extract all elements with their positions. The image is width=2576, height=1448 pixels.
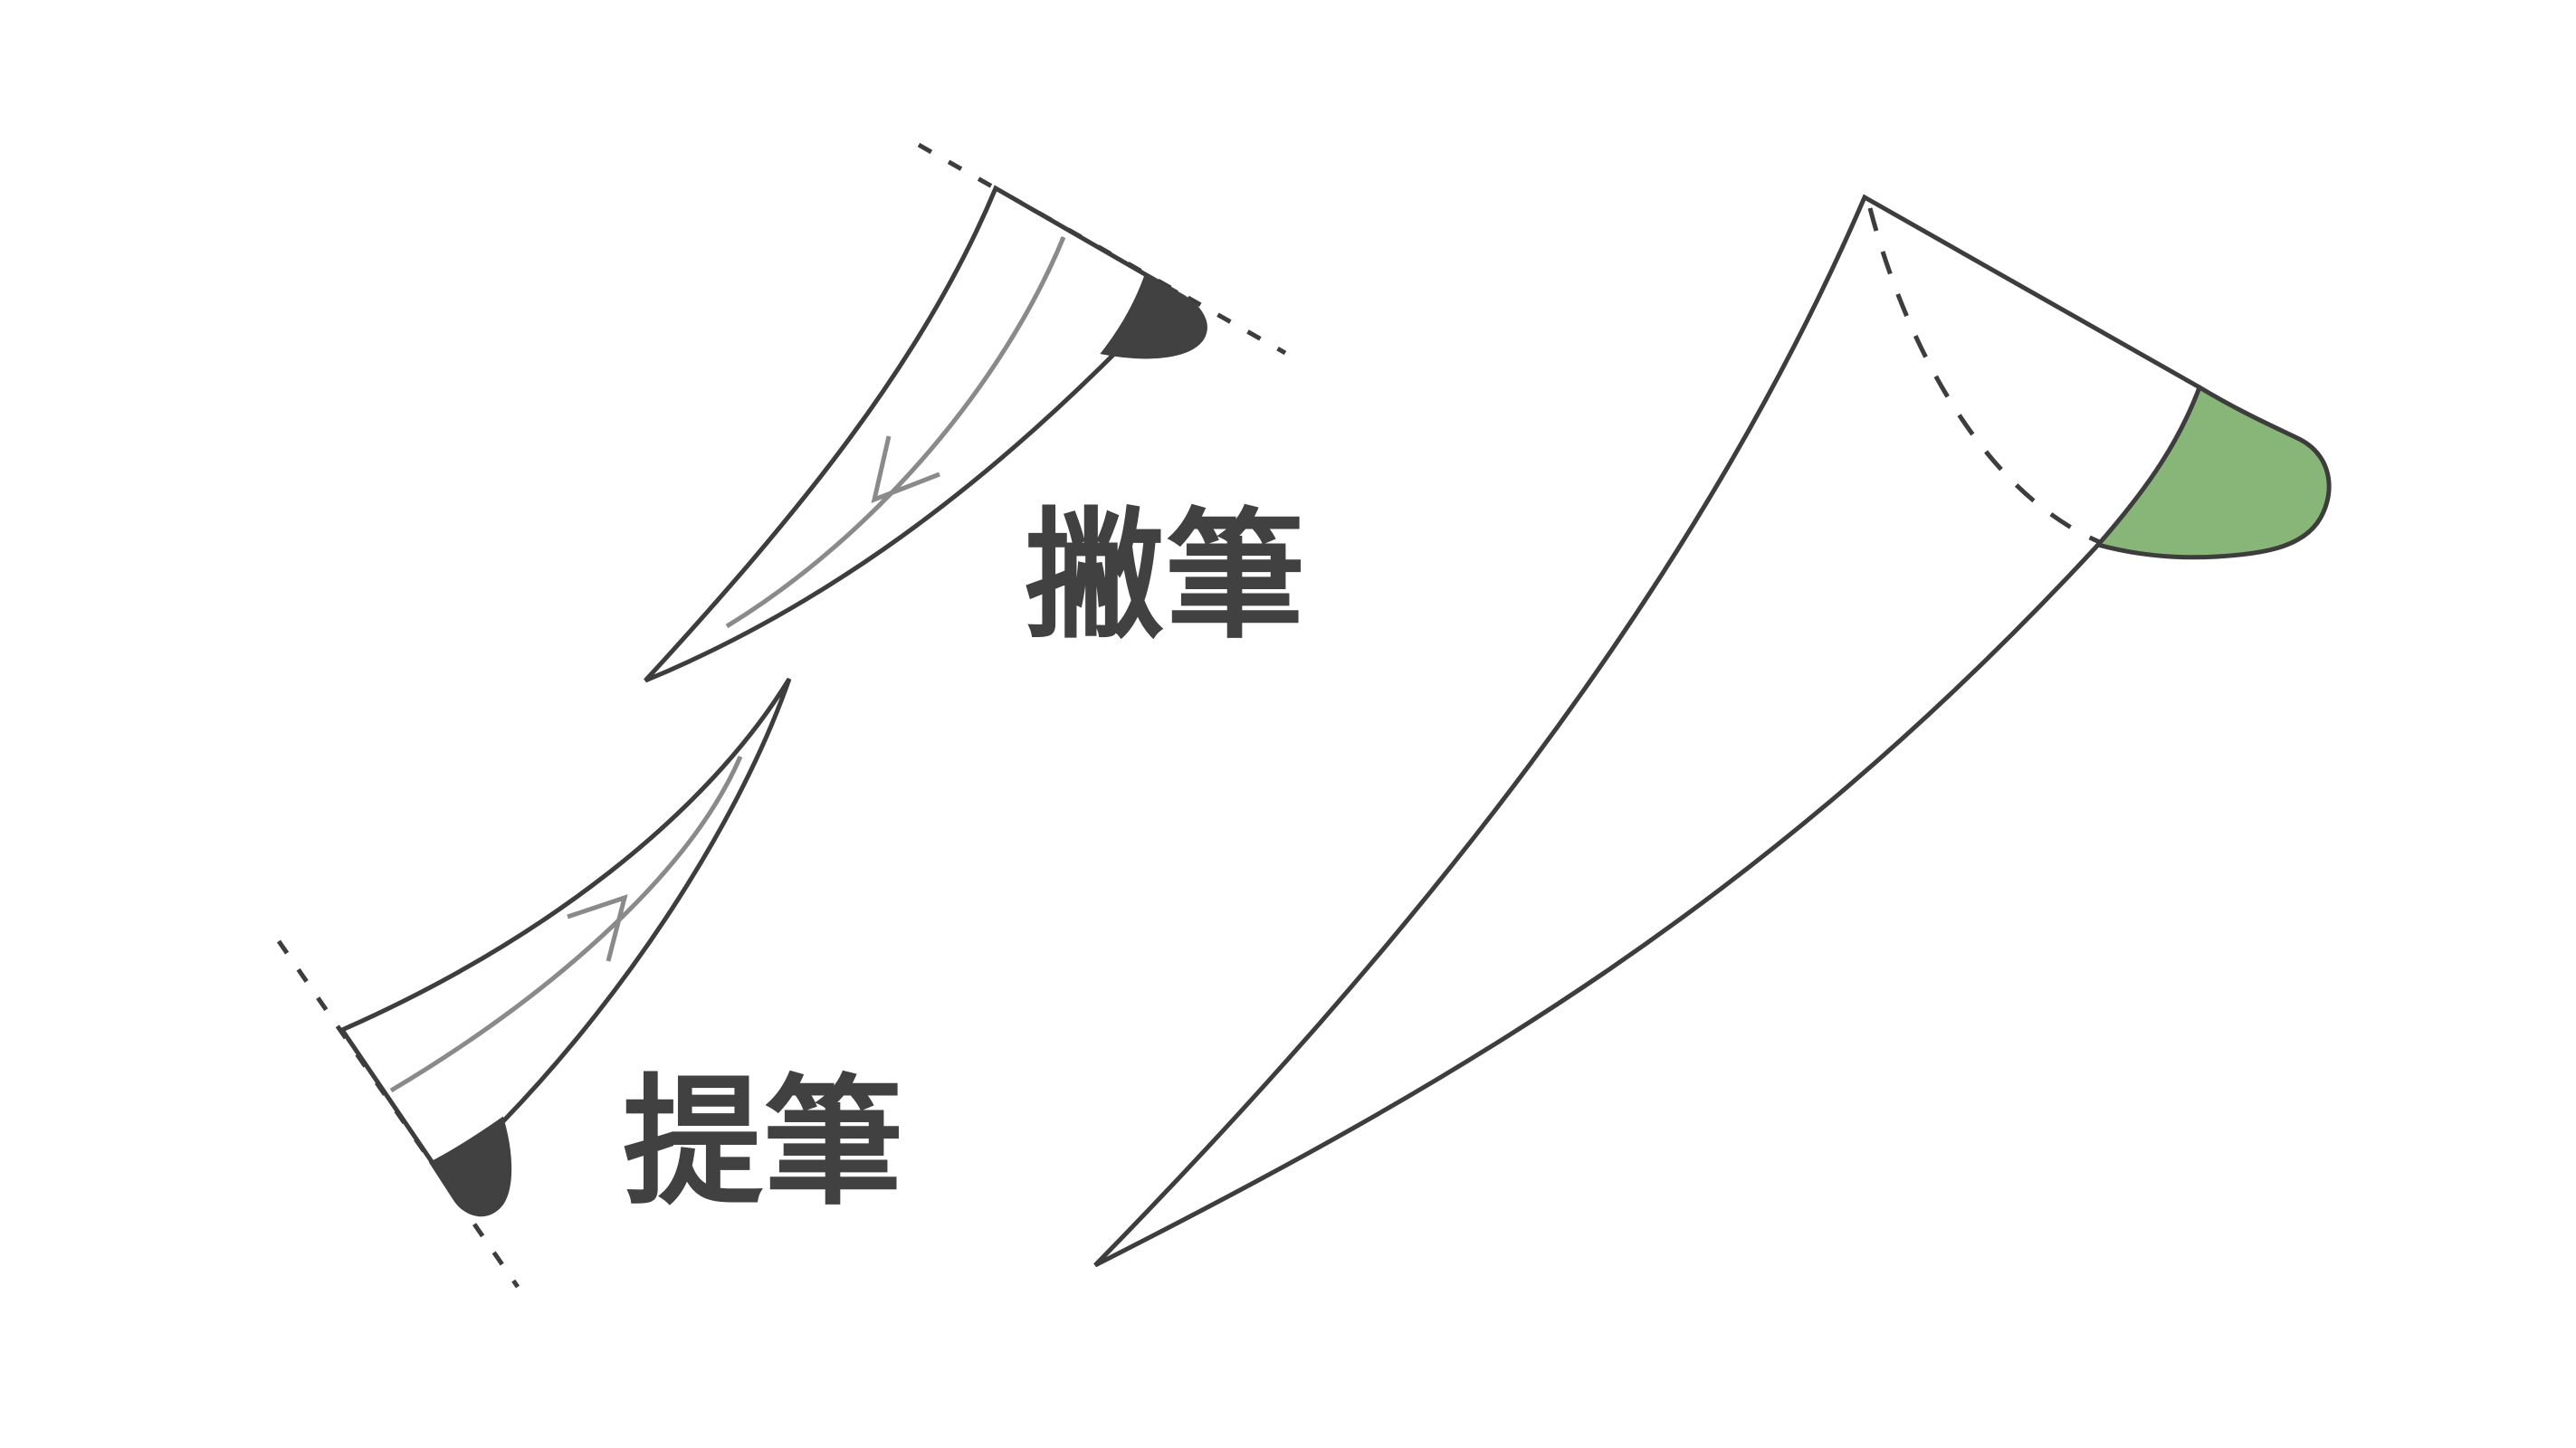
pie-stroke-ink-tip <box>1100 272 1207 359</box>
ti-stroke-ink-tip <box>428 1116 512 1217</box>
pie-stroke-direction-arrow <box>725 236 1066 629</box>
ti-stroke-direction-arrow <box>389 756 743 1093</box>
pie-stroke-figure: 撇筆 <box>644 142 1305 683</box>
ti-stroke-figure: 提筆 <box>276 677 903 1289</box>
large-stroke-outline <box>1093 194 2238 1268</box>
pie-stroke-label: 撇筆 <box>1025 492 1305 658</box>
pie-stroke-outline <box>644 185 1178 683</box>
pie-stroke-arrowhead <box>871 435 940 504</box>
large-stroke-figure <box>1093 194 2332 1268</box>
ti-stroke-label: 提筆 <box>623 1059 903 1224</box>
large-stroke-green-tip <box>2095 385 2332 560</box>
large-stroke-dashed-curve <box>1867 207 2103 546</box>
ti-stroke-arrowhead <box>567 894 628 962</box>
